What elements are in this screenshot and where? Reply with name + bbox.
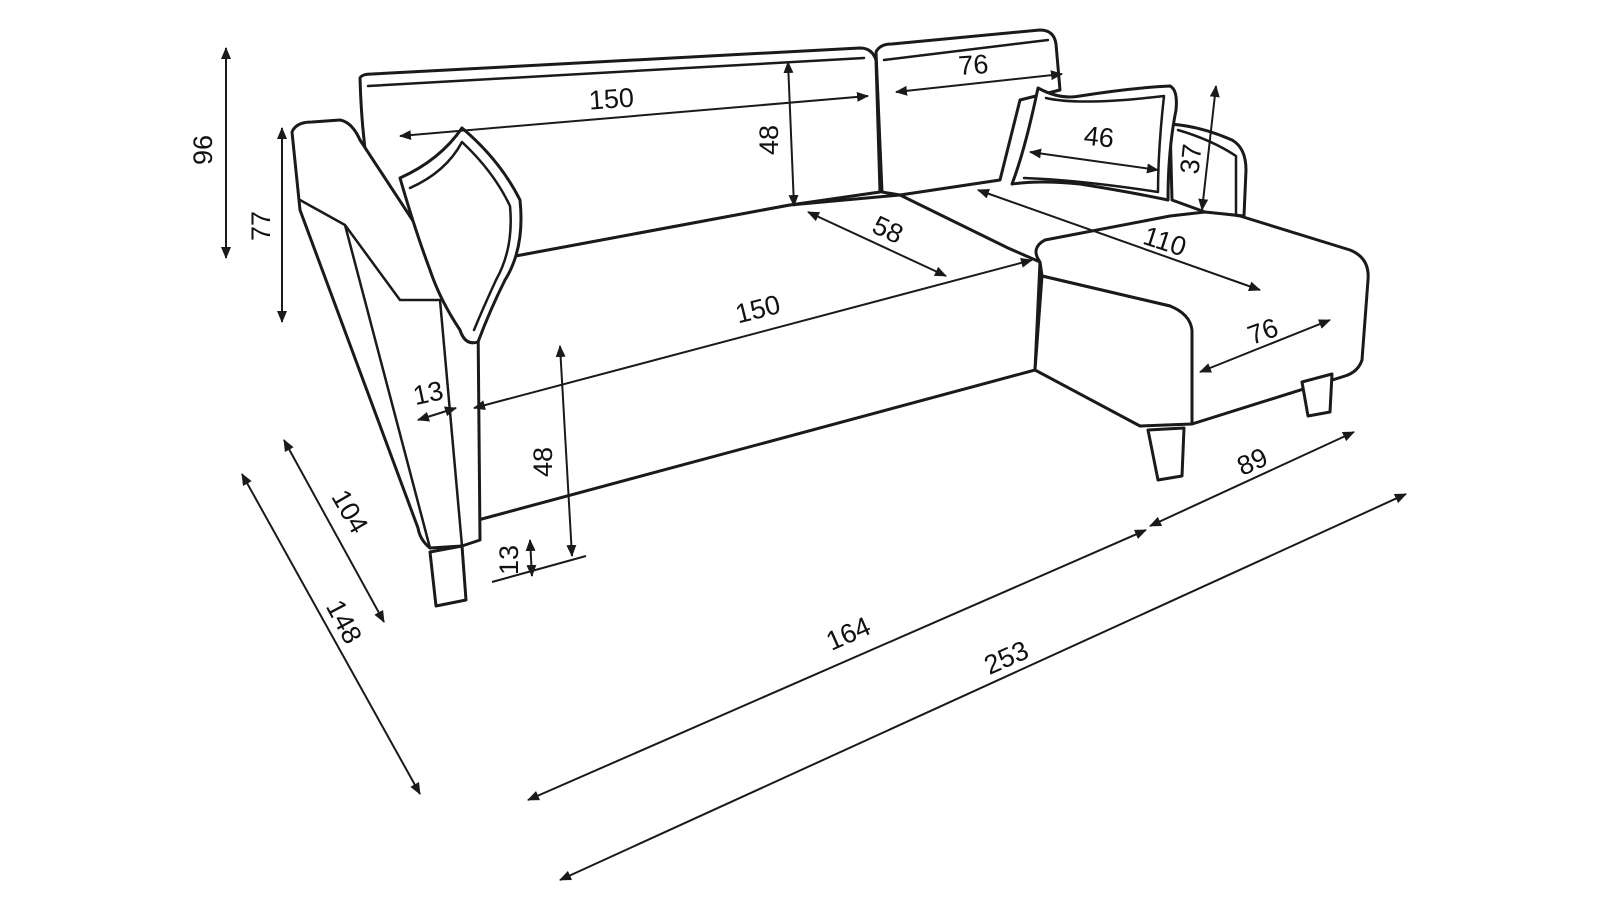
label-total-length: 253 xyxy=(980,635,1033,681)
label-armrest-width: 13 xyxy=(410,375,446,411)
dim-line-chaise-width xyxy=(1199,319,1331,373)
armrest-left xyxy=(290,118,482,550)
label-overall-height: 96 xyxy=(188,135,218,165)
label-back-cushion-width: 150 xyxy=(588,82,635,115)
dimension-lines xyxy=(221,47,1407,881)
leg-left xyxy=(428,544,468,608)
dim-line-small-pillow-width xyxy=(1029,148,1159,174)
leg-chaise-front xyxy=(1146,426,1186,482)
dim-line-armrest-width xyxy=(417,406,457,422)
dim-line-depth-104 xyxy=(283,439,385,623)
label-small-pillow-width: 46 xyxy=(1082,121,1115,154)
dim-line-corner-cushion-width xyxy=(895,70,1063,96)
dim-line-back-cushion-height xyxy=(783,61,799,207)
label-armrest-height: 77 xyxy=(246,211,276,241)
sofa-drawing xyxy=(290,28,1370,608)
label-chaise-front: 89 xyxy=(1233,442,1273,482)
chaise-front xyxy=(1033,274,1194,428)
dim-line-total-length xyxy=(559,493,1407,881)
label-seat-height: 48 xyxy=(528,447,558,477)
label-back-cushion-height: 48 xyxy=(754,125,784,155)
label-main-length: 164 xyxy=(822,611,875,657)
label-small-pillow-height: 37 xyxy=(1175,143,1208,176)
dim-line-depth-148 xyxy=(241,473,421,795)
dim-line-main-length xyxy=(527,529,1147,801)
leg-chaise-back xyxy=(1300,372,1334,418)
label-depth-148: 148 xyxy=(320,595,368,649)
label-corner-cushion-width: 76 xyxy=(957,49,989,81)
dim-line-chaise-length xyxy=(977,188,1261,292)
label-leg-height: 13 xyxy=(494,545,524,575)
